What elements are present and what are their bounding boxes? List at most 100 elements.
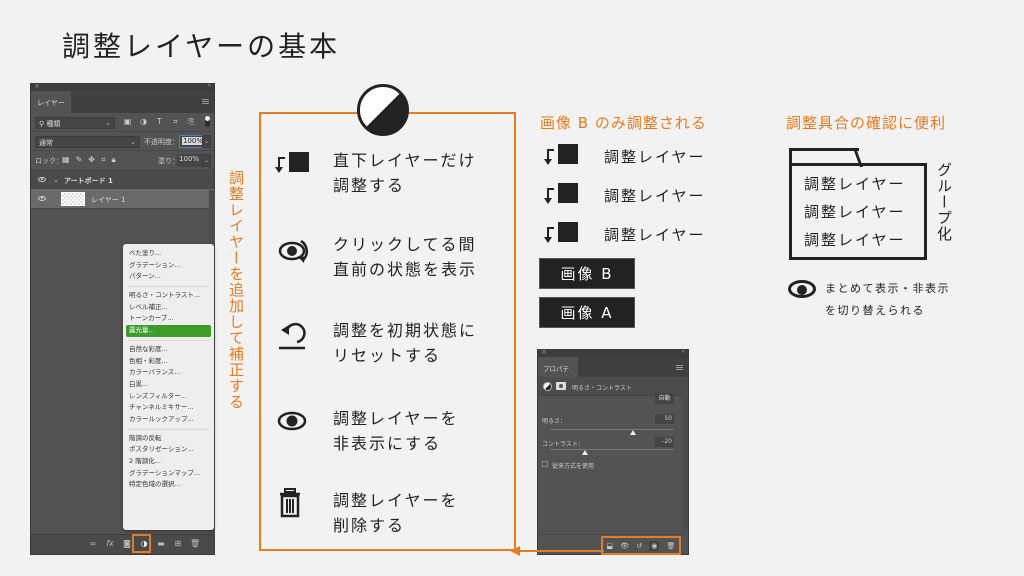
expand-chevron-icon[interactable]: ⌄ (53, 176, 59, 184)
menu-item-levels[interactable]: レベル補正... (129, 302, 168, 311)
panel-menu-icon[interactable] (202, 99, 209, 104)
filter-type-icon[interactable]: T (157, 117, 162, 126)
folder-icon[interactable]: ▬ (157, 539, 165, 548)
filter-toggle[interactable] (205, 116, 210, 127)
eye-icon[interactable] (38, 177, 46, 182)
eye-icon[interactable] (38, 196, 46, 201)
menu-item-posterize[interactable]: ポスタリゼーション... (129, 445, 194, 454)
feature-text: 調整を初期状態にリセットする (333, 321, 478, 365)
filter-adjustment-icon[interactable]: ◑ (140, 117, 147, 126)
tab-properties[interactable]: プロパティ (538, 357, 578, 383)
brightness-contrast-icon[interactable] (543, 382, 552, 391)
feature-box: 直下レイヤーだけ調整する クリックしてる間直前の状態を表示 調整を初期状態にリセ… (259, 112, 516, 551)
lock-paint-icon[interactable]: ✎ (75, 155, 83, 164)
opacity-dropdown[interactable]: ⌄ (202, 135, 211, 148)
group-example-heading: 調整具合の確認に便利 (786, 114, 947, 132)
new-layer-icon[interactable]: ⊞ (174, 539, 182, 548)
adjust-layer-label: 調整レイヤー (604, 187, 706, 205)
lock-artboard-icon[interactable]: ⌗ (100, 155, 106, 164)
group-label: グループ化 (935, 162, 953, 242)
brightness-slider[interactable] (550, 429, 674, 435)
menu-item-vibrance[interactable]: 自然な彩度... (129, 344, 168, 353)
collapse-icon[interactable]: « (207, 82, 211, 89)
image-a-box: 画像 A (539, 297, 635, 328)
clip-to-layer-icon (275, 152, 311, 182)
menu-item-exposure[interactable]: 露光量... (126, 325, 211, 337)
menu-item-invert[interactable]: 階調の反転 (129, 433, 162, 442)
feature-text: クリックしてる間直前の状態を表示 (333, 235, 478, 279)
opacity-input[interactable]: 100% (179, 135, 205, 148)
menu-item-solid-color[interactable]: べた塗り... (129, 249, 162, 257)
filter-smart-object-icon[interactable]: ⎘ (188, 117, 195, 126)
menu-item-gradient[interactable]: グラデーション... (129, 260, 181, 269)
mask-icon[interactable]: ◙ (123, 539, 131, 548)
adjustment-icon[interactable]: ◑ (140, 539, 148, 548)
link-icon[interactable]: ∞ (89, 539, 97, 548)
filter-pixel-icon[interactable]: ▣ (123, 117, 132, 126)
contrast-input[interactable]: -20 (655, 437, 674, 447)
clip-to-layer-icon (544, 183, 578, 207)
menu-item-photo-filter[interactable]: レンズフィルター... (129, 391, 187, 400)
trash-icon[interactable]: 🗑︎ (190, 539, 201, 548)
slider-knob[interactable] (582, 450, 588, 455)
brightness-input[interactable]: 50 (655, 414, 674, 424)
menu-item-color-lookup[interactable]: カラールックアップ... (129, 414, 194, 423)
lock-position-icon[interactable]: ✥ (88, 155, 95, 164)
fill-input[interactable]: 100% (177, 154, 202, 167)
view-previous-icon[interactable]: 👁︎ (620, 541, 630, 550)
lock-transparent-icon[interactable]: ▦ (62, 155, 70, 164)
slider-knob[interactable] (630, 430, 636, 435)
reset-icon[interactable]: ↺ (636, 541, 643, 550)
menu-item-gradient-map[interactable]: グラデーションマップ... (129, 468, 201, 477)
legacy-checkbox[interactable] (542, 461, 548, 467)
layer-row-artboard[interactable]: ⌄ アートボード 1 (31, 170, 214, 189)
tab-layers[interactable]: レイヤー (31, 91, 71, 113)
menu-item-hue-saturation[interactable]: 色相・彩度... (129, 356, 168, 365)
properties-panel: × « プロパティ 明るさ・コントラスト 自動 明るさ： 50 コントラスト： … (537, 348, 689, 555)
menu-item-color-balance[interactable]: カラーバランス... (129, 368, 181, 377)
close-icon[interactable]: × (541, 348, 547, 356)
filter-kind-select[interactable]: ⚲ 種類 ⌄ (35, 117, 115, 129)
menu-item-threshold[interactable]: 2 階調化... (129, 457, 161, 465)
fx-icon[interactable]: fx (106, 539, 114, 548)
trash-icon (277, 488, 311, 518)
filter-shape-icon[interactable]: ⌗ (173, 117, 178, 126)
image-b-box: 画像 B (539, 258, 635, 289)
chevron-down-icon: ⌄ (105, 119, 111, 127)
properties-icon-group-highlight: ⬓ 👁︎ ↺ ◉ 🗑︎ (601, 536, 681, 555)
blend-mode-select[interactable]: 通常 ⌄ (35, 136, 140, 148)
clip-icon[interactable]: ⬓ (606, 541, 614, 550)
opacity-label: 不透明度： (144, 138, 179, 146)
fill-label: 塗り： (158, 157, 179, 165)
contrast-label: コントラスト： (542, 441, 584, 448)
adjust-layer-label: 調整レイヤー (804, 175, 906, 193)
chevron-down-icon: ⌄ (130, 138, 136, 146)
panel-menu-icon[interactable] (676, 365, 683, 370)
fill-dropdown[interactable]: ⌄ (202, 154, 211, 167)
menu-item-pattern[interactable]: パターン... (129, 272, 161, 281)
menu-item-curves[interactable]: トーンカーブ... (129, 314, 174, 323)
contrast-slider[interactable] (550, 449, 674, 455)
group-folder: 調整レイヤー 調整レイヤー 調整レイヤー (789, 163, 927, 260)
visibility-icon[interactable]: ◉ (649, 540, 660, 551)
layer-row-layer1[interactable]: レイヤー 1 (31, 189, 214, 209)
adjust-layer-label: 調整レイヤー (604, 148, 706, 166)
menu-item-black-white[interactable]: 白黒... (129, 379, 149, 388)
lock-all-icon[interactable]: 🔒︎ (111, 155, 116, 164)
blend-row: 通常 ⌄ 不透明度： 100% ⌄ (31, 132, 214, 151)
menu-item-brightness-contrast[interactable]: 明るさ・コントラスト... (129, 291, 201, 300)
mask-icon[interactable] (556, 382, 566, 390)
filter-kind-value: 種類 (46, 120, 61, 128)
auto-button[interactable]: 自動 (655, 393, 674, 404)
menu-item-selective-color[interactable]: 特定色域の選択... (129, 480, 181, 489)
menu-item-channel-mixer[interactable]: チャンネルミキサー... (129, 403, 194, 412)
properties-scrollbar[interactable] (682, 389, 688, 533)
close-icon[interactable]: × (34, 82, 40, 90)
clip-to-layer-icon (544, 144, 578, 168)
collapse-icon[interactable]: « (681, 348, 685, 355)
legacy-label: 従来方式を使用 (552, 463, 595, 470)
delete-icon[interactable]: 🗑︎ (666, 541, 676, 550)
panel-tabbar: レイヤー (31, 91, 214, 113)
menu-separator (128, 286, 209, 288)
panel-titlebar: × « (538, 348, 688, 357)
